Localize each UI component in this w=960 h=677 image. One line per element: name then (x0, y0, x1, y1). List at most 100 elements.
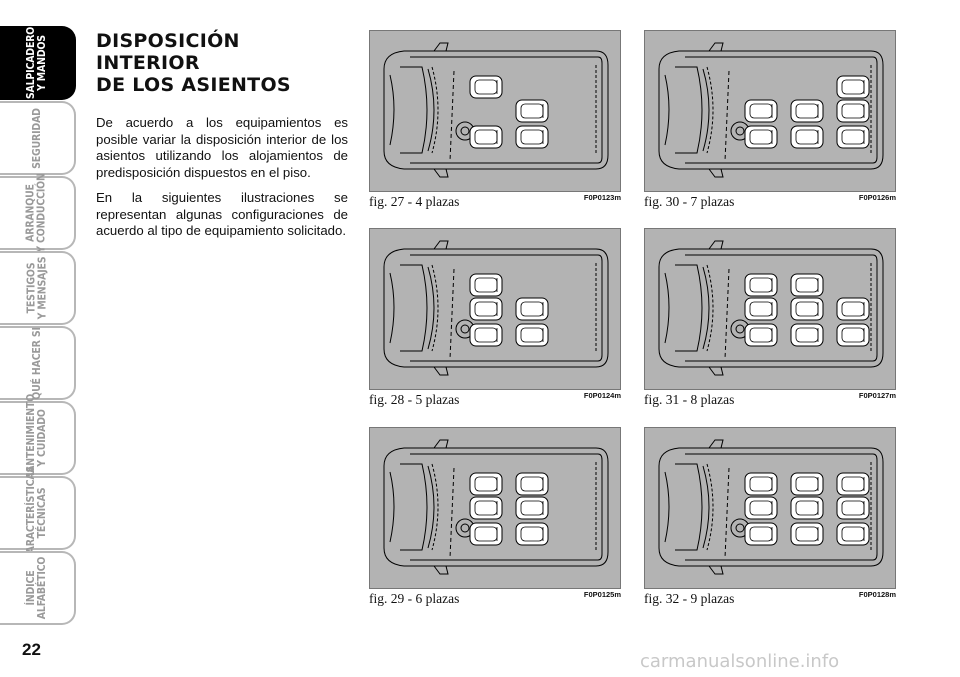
seat (744, 297, 778, 321)
seat (469, 273, 503, 297)
mirror (708, 366, 724, 376)
figure-caption: fig. 31 - 8 plazas (644, 392, 735, 407)
watermark: carmanualsonline.info (640, 651, 840, 672)
van-body (383, 50, 609, 170)
seat (836, 125, 870, 149)
van-body (658, 50, 884, 170)
seat (790, 522, 824, 546)
body-text: De acuerdo a los equipamientos es posibl… (96, 115, 348, 248)
figure-caption: fig. 30 - 7 plazas (644, 194, 735, 209)
van-top-view (658, 240, 884, 376)
van-diagram (644, 228, 896, 390)
seat (469, 522, 503, 546)
tab-indice[interactable]: ÍNDICE ALFABÉTICO (0, 551, 76, 625)
van-diagram (644, 30, 896, 192)
seat (744, 273, 778, 297)
tab-salpicadero[interactable]: SALPICADERO Y MANDOS (0, 26, 76, 100)
van-top-view (658, 439, 884, 575)
van-top-view (383, 240, 609, 376)
tab-arranque[interactable]: ARRANQUE Y CONDUCCIÓN (0, 173, 76, 253)
van-top-view (658, 42, 884, 178)
page-number: 22 (22, 640, 41, 659)
seat (469, 297, 503, 321)
paragraph: De acuerdo a los equipamientos es posibl… (96, 115, 348, 181)
seat (469, 323, 503, 347)
seat (836, 99, 870, 123)
seat (515, 297, 549, 321)
seat (790, 472, 824, 496)
seat (515, 472, 549, 496)
seat (515, 323, 549, 347)
seat (790, 99, 824, 123)
seat (744, 522, 778, 546)
mirror (708, 240, 724, 250)
figure-caption: fig. 27 - 4 plazas (369, 194, 460, 209)
van-diagram (369, 228, 621, 390)
tab-label: CARACTERÍSTICAS TÉCNICAS (25, 465, 49, 561)
tab-label: TESTIGOS Y MENSAJES (25, 256, 48, 320)
tab-caracteristicas[interactable]: CARACTERÍSTICAS TÉCNICAS (0, 466, 76, 560)
tab-label: ÍNDICE ALFABÉTICO (25, 556, 48, 620)
van-diagram (644, 427, 896, 589)
seat (836, 522, 870, 546)
seat (515, 99, 549, 123)
mirror (433, 565, 449, 575)
figure-caption: fig. 32 - 9 plazas (644, 591, 735, 606)
mirror (708, 42, 724, 52)
seat (836, 75, 870, 99)
figure-code: F0P0127m (858, 391, 896, 400)
figure-code: F0P0123m (583, 193, 621, 202)
tab-label: ARRANQUE Y CONDUCCIÓN (25, 173, 49, 253)
mirror (433, 42, 449, 52)
van-body (658, 248, 884, 368)
tab-mantenimiento[interactable]: MANTENIMIENTO Y CUIDADO (0, 394, 76, 482)
seat (836, 323, 870, 347)
seat (469, 496, 503, 520)
van-diagram (369, 427, 621, 589)
mirror (433, 366, 449, 376)
tab-label: SALPICADERO Y MANDOS (25, 26, 48, 100)
seat (744, 99, 778, 123)
tab-que-hacer-si[interactable]: QUÉ HACER SI (0, 326, 76, 400)
seat (744, 472, 778, 496)
tab-label: SEGURIDAD (30, 107, 43, 169)
seat (744, 125, 778, 149)
van-top-view (383, 42, 609, 178)
van-body (383, 447, 609, 567)
tab-testigos[interactable]: TESTIGOS Y MENSAJES (0, 251, 76, 325)
mirror (433, 168, 449, 178)
page-title: DISPOSICIÓN INTERIOR DE LOS ASIENTOS (96, 30, 291, 96)
figure-code: F0P0124m (583, 391, 621, 400)
figure-5-seats: fig. 28 - 5 plazas F0P0124m (369, 228, 621, 408)
van-diagram (369, 30, 621, 192)
figure-caption: fig. 29 - 6 plazas (369, 591, 460, 606)
seat (515, 496, 549, 520)
seat (790, 323, 824, 347)
seat (744, 496, 778, 520)
seat (790, 297, 824, 321)
seat (836, 297, 870, 321)
seat (790, 125, 824, 149)
seat (515, 522, 549, 546)
seat (469, 75, 503, 99)
seat (790, 273, 824, 297)
mirror (433, 240, 449, 250)
mirror (708, 439, 724, 449)
seat (515, 125, 549, 149)
seat (790, 496, 824, 520)
seat (836, 496, 870, 520)
van-body (383, 248, 609, 368)
tab-label: QUÉ HACER SI (30, 326, 43, 400)
seat (469, 472, 503, 496)
van-body (658, 447, 884, 567)
tab-seguridad[interactable]: SEGURIDAD (0, 101, 76, 175)
figure-4-seats: fig. 27 - 4 plazas F0P0123m (369, 30, 621, 210)
figure-8-seats: fig. 31 - 8 plazas F0P0127m (644, 228, 896, 408)
figure-code: F0P0128m (858, 590, 896, 599)
seat (469, 125, 503, 149)
mirror (708, 168, 724, 178)
figure-caption: fig. 28 - 5 plazas (369, 392, 460, 407)
mirror (708, 565, 724, 575)
figure-code: F0P0125m (583, 590, 621, 599)
